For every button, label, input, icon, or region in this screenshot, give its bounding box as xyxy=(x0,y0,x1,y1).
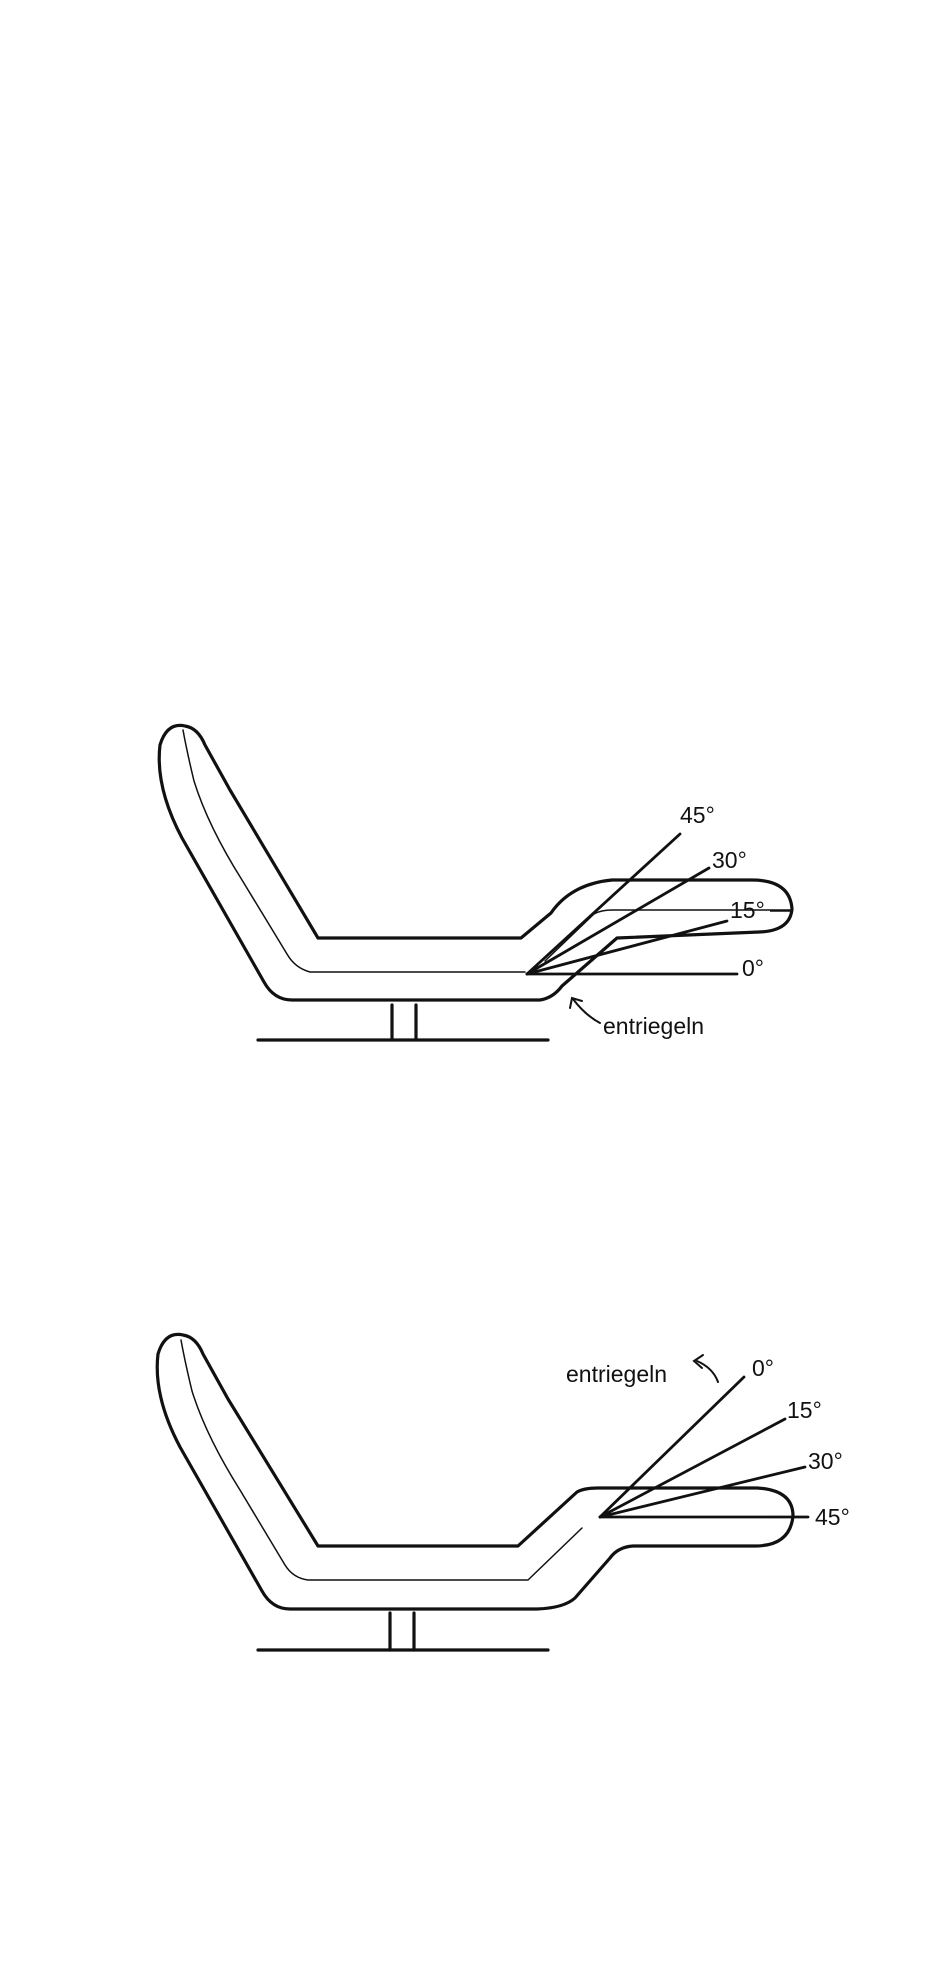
label-15: 15° xyxy=(787,1397,822,1423)
label-45: 45° xyxy=(680,802,715,828)
figure-1: 45° 30° 15° 0° entriegeln xyxy=(159,725,792,1040)
release-label: entriegeln xyxy=(566,1361,667,1387)
label-45: 45° xyxy=(815,1504,850,1530)
label-15: 15° xyxy=(730,897,765,923)
label-30: 30° xyxy=(808,1448,843,1474)
ray-15 xyxy=(600,1419,785,1517)
chair-body xyxy=(159,725,792,1000)
chair-seam xyxy=(183,730,525,972)
release-indicator xyxy=(694,1355,718,1382)
label-0: 0° xyxy=(742,955,764,981)
ray-0 xyxy=(600,1377,744,1517)
label-30: 30° xyxy=(712,847,747,873)
ray-30 xyxy=(527,868,709,974)
release-indicator xyxy=(570,998,600,1023)
chair-body xyxy=(157,1334,793,1609)
pedestal xyxy=(390,1613,414,1650)
release-label: entriegeln xyxy=(603,1013,704,1039)
pedestal xyxy=(392,1005,416,1040)
figure-2: 0° 15° 30° 45° entriegeln xyxy=(157,1334,850,1650)
angle-rays xyxy=(600,1377,808,1517)
label-0: 0° xyxy=(752,1355,774,1381)
